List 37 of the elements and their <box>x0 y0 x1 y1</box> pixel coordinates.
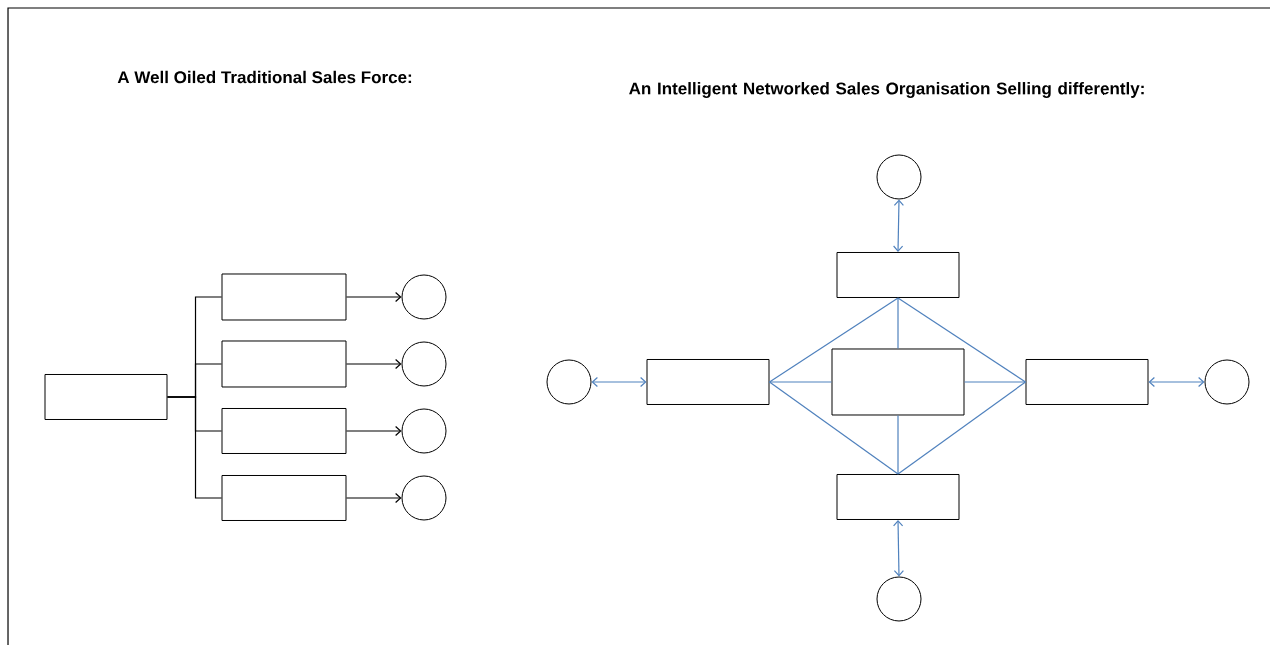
arrow <box>345 425 402 437</box>
box <box>221 408 347 454</box>
connector-line <box>768 381 899 475</box>
connector-line <box>768 381 833 383</box>
heading: A Well Oiled Traditional Sales Force: <box>117 70 412 84</box>
box <box>836 474 960 520</box>
circle <box>876 576 922 622</box>
circle <box>1204 359 1250 405</box>
circle <box>401 408 447 454</box>
connector-line <box>963 381 1027 383</box>
circle <box>401 274 447 320</box>
box <box>1025 359 1149 405</box>
arrow <box>893 520 904 577</box>
box <box>836 252 960 298</box>
arrow <box>345 358 402 370</box>
circle <box>876 154 922 200</box>
box <box>831 348 965 416</box>
arrow <box>591 376 647 388</box>
connector-line <box>166 396 223 499</box>
connector-line <box>897 297 899 350</box>
arrow <box>1148 376 1205 388</box>
arrow <box>345 492 402 504</box>
connector-line <box>897 297 1027 383</box>
arrow <box>893 199 904 252</box>
heading: An Intelligent Networked Sales Organisation Selling differently: <box>629 82 1144 98</box>
box <box>646 359 770 405</box>
connector-line <box>897 414 899 475</box>
arrow <box>345 291 402 303</box>
circle <box>546 359 592 405</box>
box <box>44 374 168 420</box>
circle <box>401 341 447 387</box>
connector-line <box>768 297 899 383</box>
circle <box>401 475 447 521</box>
connector-line <box>897 381 1027 475</box>
box <box>221 475 347 521</box>
box <box>221 340 347 388</box>
box <box>221 273 347 321</box>
